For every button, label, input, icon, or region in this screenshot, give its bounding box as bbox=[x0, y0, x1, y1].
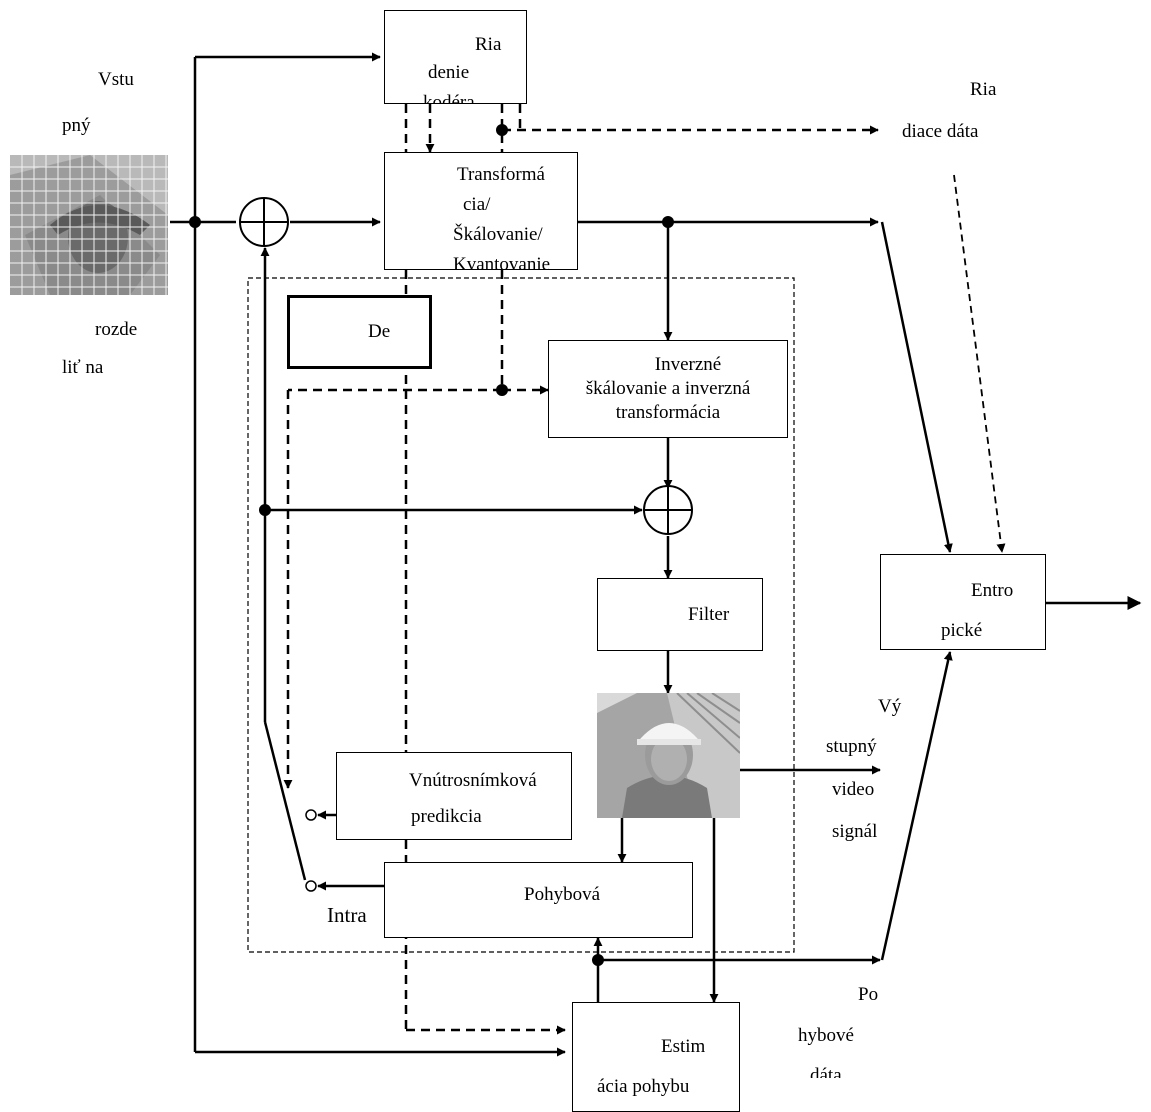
open-circle-icon bbox=[305, 880, 317, 892]
filled-dot-icon bbox=[189, 216, 201, 228]
control-data-label-1: Ria bbox=[970, 79, 997, 100]
control-data-label-2: diace dáta bbox=[902, 121, 979, 142]
coder-control-label-1: Ria bbox=[475, 34, 502, 55]
output-label-1: Vý bbox=[878, 696, 902, 717]
inverse-label-1: Inverzné bbox=[654, 354, 722, 375]
output-label-4: signál bbox=[832, 821, 878, 842]
control-data-to-entropy-arrow bbox=[953, 174, 1006, 553]
coder-control-label-2: denie bbox=[428, 62, 470, 83]
coeff-to-entropy-arrow bbox=[880, 221, 953, 553]
circle-plus-icon bbox=[643, 485, 693, 535]
entropy-label-1: Entro bbox=[971, 580, 1014, 601]
filled-dot-icon bbox=[496, 384, 508, 396]
transform-label-4: Kvantovanie bbox=[453, 254, 551, 270]
split-label-1: rozde bbox=[95, 319, 138, 340]
input-frame-image bbox=[10, 155, 168, 295]
motion-est-label-1: Estim bbox=[661, 1036, 706, 1057]
output-label-3: video bbox=[832, 779, 875, 800]
intra-prediction-block: Vnútrosnímková predikcia bbox=[336, 752, 572, 840]
motion-estimation-block: Estim ácia pohybu bbox=[572, 1002, 740, 1112]
input-label-2: pný bbox=[62, 115, 91, 136]
coder-control-label-3: kodéra bbox=[423, 92, 475, 104]
motion-compensation-block: Pohybová bbox=[384, 862, 693, 938]
filter-label: Filter bbox=[688, 604, 730, 625]
motion-data-label-2: hybové bbox=[798, 1025, 854, 1046]
motion-data-label-3: dáta bbox=[810, 1065, 842, 1078]
circle-plus-icon bbox=[239, 197, 289, 247]
motion-data-to-entropy-arrow bbox=[880, 651, 953, 961]
intra-label: Intra bbox=[327, 903, 367, 927]
intra-pred-label-2: predikcia bbox=[411, 806, 482, 827]
open-circle-icon bbox=[305, 809, 317, 821]
mode-switch-line bbox=[263, 721, 307, 881]
inverse-transform-block: Inverzné škálovanie a inverzná transform… bbox=[548, 340, 788, 438]
inverse-label-3: transformácia bbox=[615, 401, 721, 423]
entropy-label-2: pické bbox=[941, 620, 983, 641]
entropy-coding-block: Entro pické bbox=[880, 554, 1046, 650]
input-label-1: Vstu bbox=[98, 69, 134, 90]
transform-label-3: Škálovanie/ bbox=[453, 224, 543, 245]
filled-dot-icon bbox=[662, 216, 674, 228]
filled-dot-icon bbox=[259, 504, 271, 516]
inverse-label-2: škálovanie a inverzná bbox=[585, 377, 751, 399]
filled-dot-icon bbox=[496, 124, 508, 136]
decoder-block: De bbox=[287, 295, 432, 369]
filled-dot-icon bbox=[592, 954, 604, 966]
inverse-transform-labels: Inverzné škálovanie a inverzná transform… bbox=[549, 353, 787, 424]
intra-pred-label-1: Vnútrosnímková bbox=[409, 770, 537, 791]
transform-block: Transformá cia/ Škálovanie/ Kvantovanie bbox=[384, 152, 578, 270]
motion-est-label-2: ácia pohybu bbox=[597, 1076, 690, 1097]
output-label-2: stupný bbox=[826, 736, 877, 757]
split-label-2: liť na bbox=[62, 357, 104, 378]
transform-label-1: Transformá bbox=[457, 164, 545, 185]
decoder-label: De bbox=[368, 321, 391, 342]
decoder-loop-region bbox=[247, 277, 795, 953]
coder-control-block: Ria denie kodéra bbox=[384, 10, 527, 104]
transform-label-2: cia/ bbox=[463, 194, 491, 215]
filter-block: Filter bbox=[597, 578, 763, 651]
motion-comp-label: Pohybová bbox=[524, 884, 600, 905]
reconstructed-frame-image bbox=[597, 693, 740, 818]
motion-data-label-1: Po bbox=[858, 984, 879, 1005]
